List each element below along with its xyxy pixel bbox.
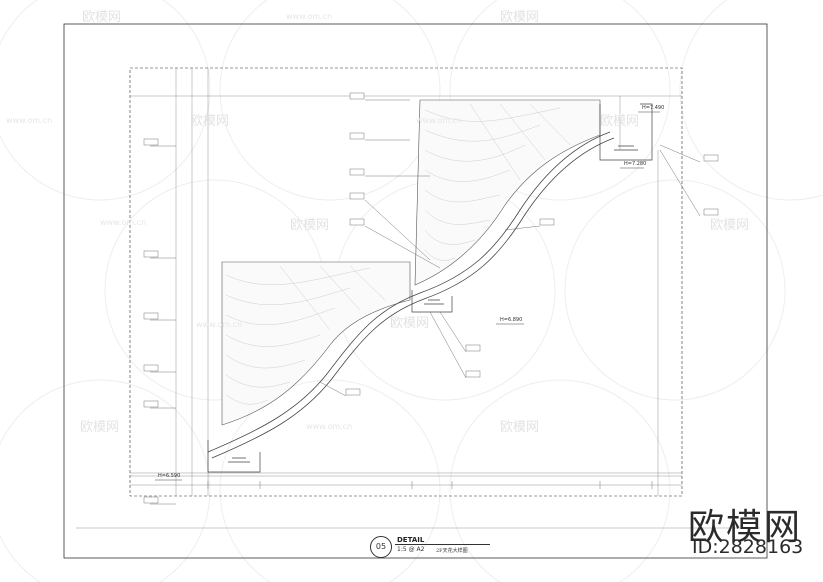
watermark-brand-2: 欧模网	[500, 10, 540, 25]
watermark-brand-3: 欧模网	[190, 114, 230, 129]
level-center: H=6.890	[500, 317, 523, 323]
level-bottom-left: H=6.590	[158, 473, 181, 479]
watermark-brand-6: 欧模网	[710, 218, 750, 233]
sheet-frame	[63, 23, 768, 559]
watermark-url-2: www.om.cn	[6, 116, 53, 125]
watermark-brand-1: 欧模网	[82, 10, 122, 25]
light-troughs	[207, 103, 653, 473]
level-top-right: H=7.490	[642, 105, 665, 111]
watermark-url-5: www.om.cn	[196, 320, 243, 329]
detail-number-badge: 05	[370, 536, 392, 558]
guide-lines	[76, 68, 760, 529]
watermark-url-4: www.om.cn	[100, 218, 147, 227]
watermark-url-3: www.om.cn	[416, 116, 463, 125]
dimension-ticks	[207, 481, 653, 489]
watermark-brand-8: 欧模网	[80, 420, 120, 435]
watermark-url-1: www.om.cn	[286, 12, 333, 21]
tag-boxes	[143, 92, 719, 504]
detail-scale: 1:5 @ A2	[397, 546, 425, 553]
curved-ceiling-panel	[207, 131, 615, 459]
detail-label: DETAIL	[397, 536, 425, 544]
upper-wood-grain	[424, 103, 571, 261]
watermark-brand-9: 欧模网	[500, 420, 540, 435]
title-block: 05 DETAIL 1:5 @ A2 2F天花大样图	[370, 536, 490, 558]
watermark-id: ID:2828163	[692, 536, 804, 558]
watermark-brand-4: 欧模网	[600, 114, 640, 129]
watermark-brand-5: 欧模网	[290, 218, 330, 233]
level-mid-right: H=7.280	[624, 161, 647, 167]
level-markers	[155, 111, 660, 481]
leader-lines	[150, 99, 701, 505]
title-rule	[395, 544, 490, 545]
lower-wood-block	[221, 261, 411, 426]
upper-wood-block	[414, 99, 601, 286]
watermark-brand-logo: 欧模网	[688, 507, 803, 548]
detail-name: 2F天花大样图	[436, 548, 468, 554]
watermark-url-6: www.om.cn	[306, 422, 353, 431]
watermark-brand-7: 欧模网	[390, 316, 430, 331]
detail-boundary	[129, 67, 683, 497]
lower-wood-grain	[225, 265, 386, 405]
